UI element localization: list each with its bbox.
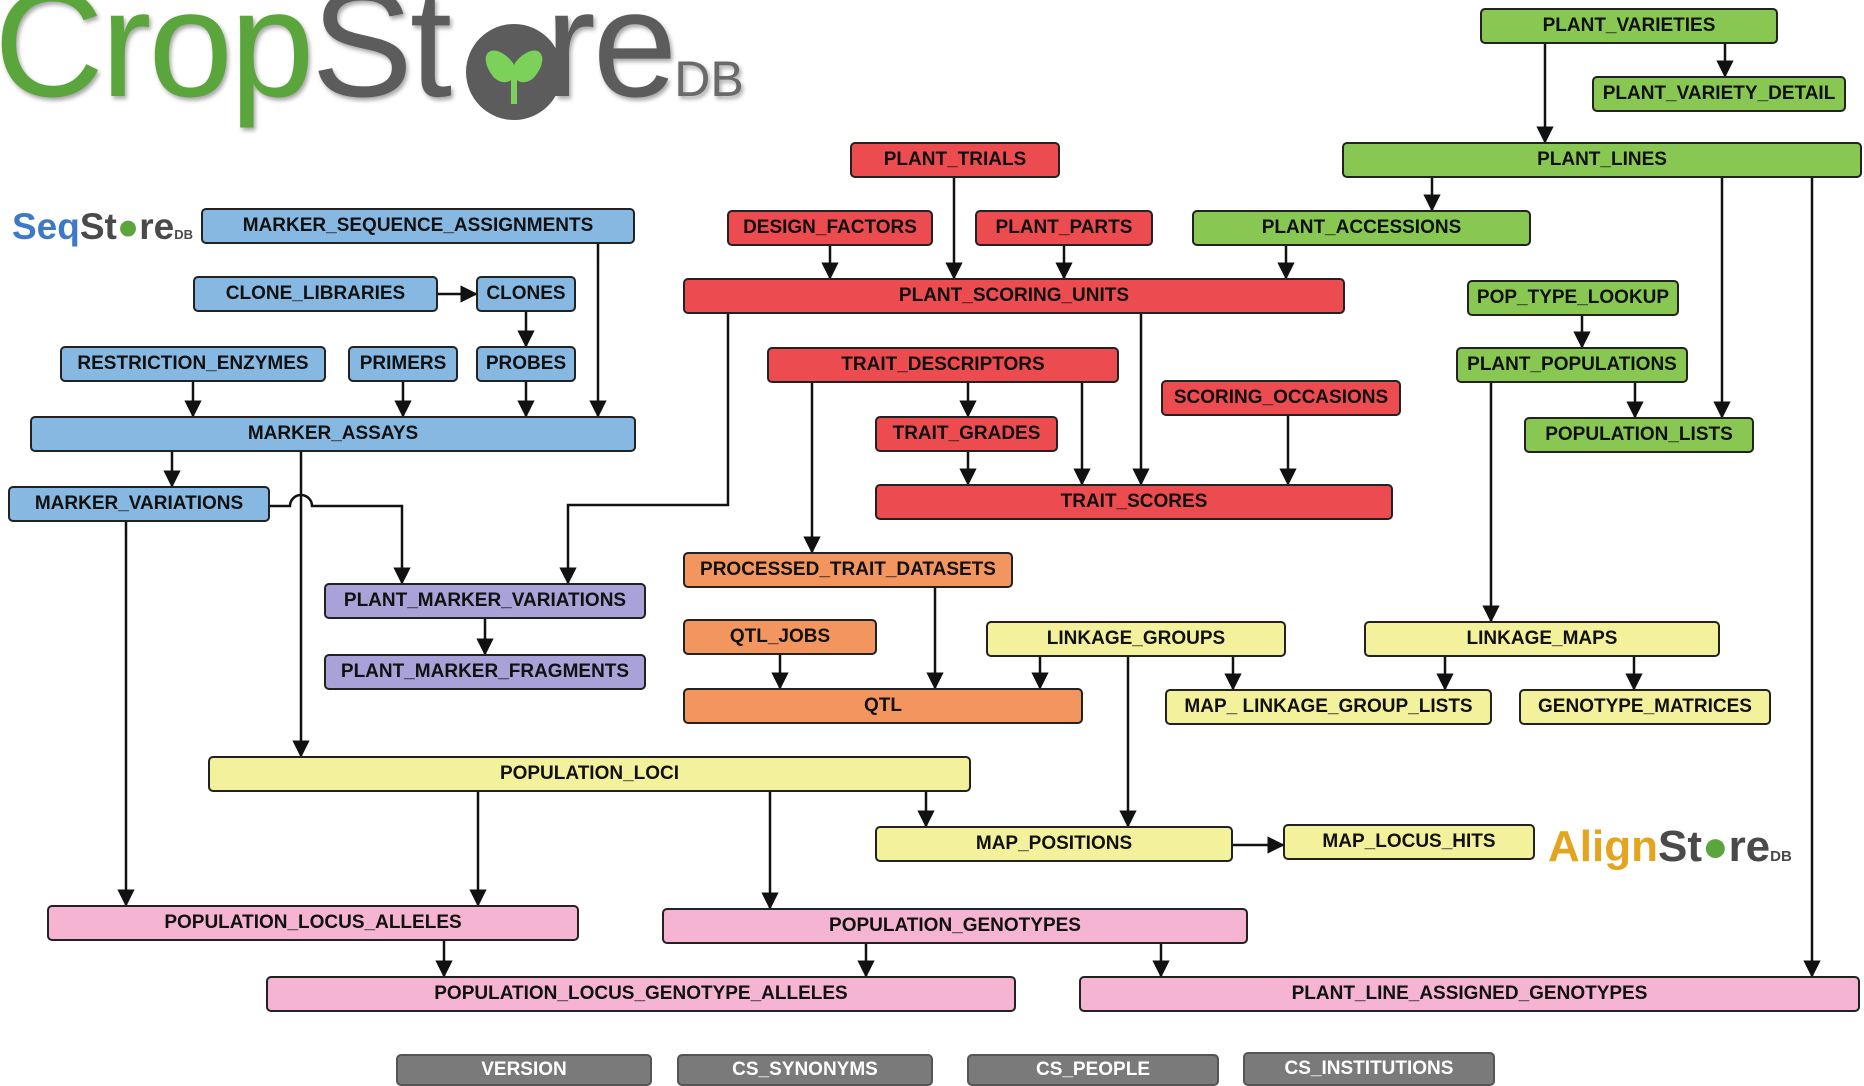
table-pop-type-lookup: POP_TYPE_LOOKUP	[1467, 280, 1679, 316]
table-plant-marker-fragments: PLANT_MARKER_FRAGMENTS	[324, 654, 646, 690]
table-map-positions: MAP_POSITIONS	[875, 826, 1233, 862]
link-marker-variations-to-plant-marker-variations	[270, 493, 411, 585]
table-cs-synonyms: CS_SYNONYMS	[677, 1054, 933, 1086]
table-trait-descriptors: TRAIT_DESCRIPTORS	[767, 347, 1119, 383]
alignstore-logo: AlignSt●reDB	[1548, 822, 1792, 871]
link-plant-scoring-units-to-plant-marker-variations	[559, 314, 730, 585]
table-cs-institutions: CS_INSTITUTIONS	[1243, 1052, 1495, 1086]
table-trait-scores: TRAIT_SCORES	[875, 484, 1393, 520]
table-trait-grades: TRAIT_GRADES	[875, 416, 1058, 452]
table-restriction-enzymes: RESTRICTION_ENZYMES	[60, 346, 326, 382]
table-map-locus-hits: MAP_LOCUS_HITS	[1283, 824, 1535, 860]
table-linkage-maps: LINKAGE_MAPS	[1364, 621, 1720, 657]
table-marker-variations: MARKER_VARIATIONS	[8, 486, 270, 522]
table-clones: CLONES	[476, 276, 576, 312]
table-plant-lines: PLANT_LINES	[1342, 142, 1862, 178]
seedling-icon	[466, 24, 562, 120]
table-plant-variety-detail: PLANT_VARIETY_DETAIL	[1592, 76, 1846, 112]
table-plant-trials: PLANT_TRIALS	[850, 142, 1060, 178]
table-qtl: QTL	[683, 688, 1083, 724]
table-plant-line-assigned-genotypes: PLANT_LINE_ASSIGNED_GENOTYPES	[1079, 976, 1860, 1012]
table-qtl-jobs: QTL_JOBS	[683, 619, 877, 655]
table-marker-sequence-assignments: MARKER_SEQUENCE_ASSIGNMENTS	[201, 208, 635, 244]
table-genotype-matrices: GENOTYPE_MATRICES	[1519, 689, 1771, 725]
table-plant-populations: PLANT_POPULATIONS	[1456, 347, 1688, 383]
table-population-lists: POPULATION_LISTS	[1524, 417, 1754, 453]
table-population-loci: POPULATION_LOCI	[208, 756, 971, 792]
table-population-locus-genotype-alleles: POPULATION_LOCUS_GENOTYPE_ALLELES	[266, 976, 1016, 1012]
table-linkage-groups: LINKAGE_GROUPS	[986, 621, 1286, 657]
table-primers: PRIMERS	[348, 346, 458, 382]
table-plant-marker-variations: PLANT_MARKER_VARIATIONS	[324, 583, 646, 619]
table-plant-scoring-units: PLANT_SCORING_UNITS	[683, 278, 1345, 314]
table-scoring-occasions: SCORING_OCCASIONS	[1161, 380, 1401, 416]
table-map-linkage-group-lists: MAP_ LINKAGE_GROUP_LISTS	[1165, 689, 1492, 725]
table-plant-accessions: PLANT_ACCESSIONS	[1192, 210, 1531, 246]
table-design-factors: DESIGN_FACTORS	[727, 210, 933, 246]
table-marker-assays: MARKER_ASSAYS	[30, 416, 636, 452]
table-processed-trait-datasets: PROCESSED_TRAIT_DATASETS	[683, 552, 1013, 588]
table-plant-parts: PLANT_PARTS	[975, 210, 1153, 246]
table-population-genotypes: POPULATION_GENOTYPES	[662, 908, 1248, 944]
table-clone-libraries: CLONE_LIBRARIES	[193, 276, 438, 312]
table-population-locus-alleles: POPULATION_LOCUS_ALLELES	[47, 905, 579, 941]
seqstore-logo: SeqSt●reDB	[12, 206, 193, 247]
table-probes: PROBES	[476, 346, 576, 382]
table-plant-varieties: PLANT_VARIETIES	[1480, 8, 1778, 44]
table-version: VERSION	[396, 1054, 652, 1086]
table-cs-people: CS_PEOPLE	[967, 1054, 1219, 1086]
